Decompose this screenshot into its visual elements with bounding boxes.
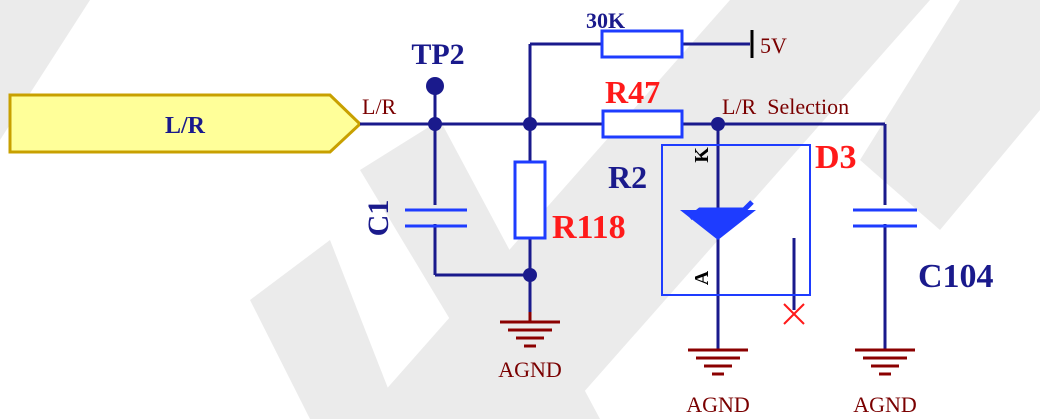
agnd-label-1: AGND — [498, 357, 562, 382]
supply-label: 5V — [760, 33, 787, 58]
no-connect-marker — [783, 303, 805, 325]
agnd-label-3: AGND — [853, 392, 917, 417]
resistor-r2: R47 R2 — [601, 74, 684, 195]
tp2-label: TP2 — [411, 38, 464, 71]
port-label: L/R — [165, 113, 206, 139]
net-label-lr: L/R — [362, 94, 397, 119]
lr-input-port: L/R — [8, 93, 363, 154]
ground-symbol-1: AGND — [498, 312, 562, 382]
resistor-r47-30k: 30K — [586, 8, 684, 59]
capacitor-c104: C104 — [853, 208, 994, 295]
resistor-r118: R118 — [513, 160, 626, 246]
r47-label: R47 — [605, 74, 660, 110]
diode-k-label: K — [691, 147, 713, 163]
test-point-tp2: TP2 — [411, 38, 465, 95]
ground-symbol-3: AGND — [853, 348, 917, 417]
ground-symbol-2: AGND — [686, 348, 750, 417]
r2-label: R2 — [608, 159, 647, 195]
net-label-lr-selection: L/R Selection — [722, 94, 849, 119]
zener-diode-d3: K A D3 — [661, 139, 857, 325]
c1-label: C1 — [362, 200, 395, 237]
power-5v-flag: 5V — [750, 30, 787, 58]
agnd-label-2: AGND — [686, 392, 750, 417]
d3-label: D3 — [815, 139, 857, 176]
junctions — [428, 117, 725, 282]
diode-a-label: A — [691, 270, 713, 285]
capacitor-c1: C1 — [362, 200, 467, 237]
r118-label: R118 — [552, 209, 626, 246]
c104-label: C104 — [918, 258, 994, 295]
r47-value-label: 30K — [586, 8, 625, 33]
